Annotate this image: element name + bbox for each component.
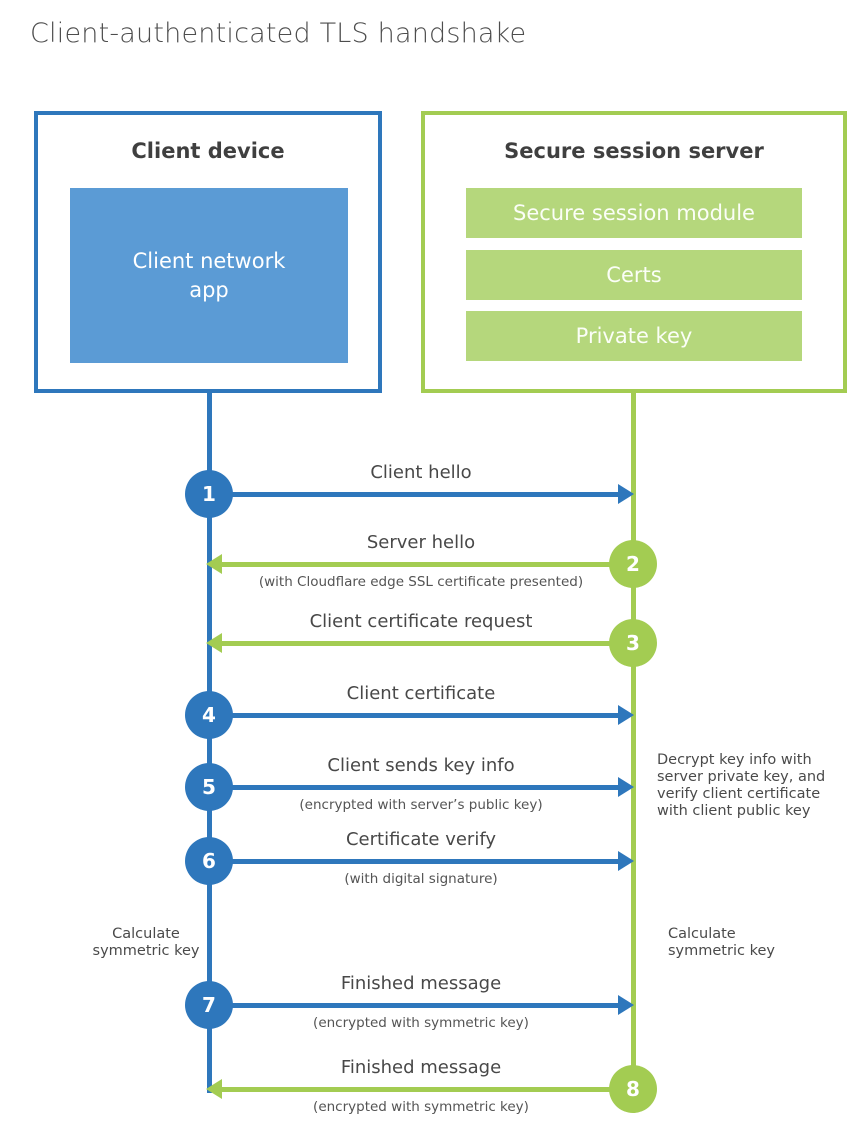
message-label: Client hello — [370, 462, 472, 483]
server-module-certs: Certs — [466, 250, 802, 300]
sequence-number-badge: 8 — [609, 1065, 657, 1113]
calculate-symmetric-key-note-server: Calculate symmetric key — [668, 926, 775, 960]
sequence-number-badge: 4 — [185, 691, 233, 739]
message-label: Client certificate — [346, 683, 496, 704]
arrow-head-right-icon — [618, 705, 634, 725]
server-module-label: Certs — [606, 263, 662, 287]
arrow-line — [220, 641, 633, 646]
arrow-head-right-icon — [618, 777, 634, 797]
arrow-line — [220, 1087, 633, 1092]
client-device-box: Client device Client network app — [34, 111, 382, 393]
secure-session-server-title: Secure session server — [504, 139, 764, 163]
sequence-number-badge: 2 — [609, 540, 657, 588]
server-module-label: Private key — [575, 324, 693, 348]
message-label: Finished message — [340, 1057, 502, 1078]
arrow-head-right-icon — [618, 851, 634, 871]
client-device-title: Client device — [131, 139, 285, 163]
arrow-line — [209, 713, 621, 718]
sequence-number-badge: 7 — [185, 981, 233, 1029]
page-title: Client-authenticated TLS handshake — [30, 18, 527, 49]
arrow-line — [209, 492, 621, 497]
secure-session-server-box: Secure session server Secure session mod… — [421, 111, 847, 393]
sequence-number-badge: 5 — [185, 763, 233, 811]
arrow-head-left-icon — [206, 633, 222, 653]
arrow-head-right-icon — [618, 484, 634, 504]
message-label: Server hello — [366, 532, 476, 553]
arrow-head-right-icon — [618, 995, 634, 1015]
calculate-symmetric-key-note-client: Calculate symmetric key — [92, 926, 200, 960]
arrow-line — [209, 859, 621, 864]
arrow-line — [209, 785, 621, 790]
message-sublabel: (encrypted with symmetric key) — [313, 1099, 529, 1115]
message-label: Client sends key info — [327, 755, 515, 776]
message-label: Certificate verify — [345, 829, 497, 850]
arrow-line — [220, 562, 633, 567]
message-sublabel: (encrypted with server’s public key) — [299, 797, 543, 813]
arrow-head-left-icon — [206, 1079, 222, 1099]
sequence-number-badge: 1 — [185, 470, 233, 518]
message-sublabel: (encrypted with symmetric key) — [313, 1015, 529, 1031]
arrow-head-left-icon — [206, 554, 222, 574]
message-sublabel: (with Cloudflare edge SSL certificate pr… — [258, 574, 584, 590]
arrow-line — [209, 1003, 621, 1008]
sequence-number-badge: 6 — [185, 837, 233, 885]
message-label: Client certificate request — [309, 611, 533, 632]
client-network-app-box: Client network app — [70, 188, 348, 363]
server-lifeline — [631, 393, 636, 1089]
decrypt-key-info-note: Decrypt key info with server private key… — [657, 752, 826, 820]
message-sublabel: (with digital signature) — [344, 871, 498, 887]
server-module-private-key: Private key — [466, 311, 802, 361]
client-network-app-label: Client network app — [132, 249, 286, 302]
sequence-number-badge: 3 — [609, 619, 657, 667]
server-module-secure-session: Secure session module — [466, 188, 802, 238]
client-lifeline — [207, 393, 212, 1093]
message-label: Finished message — [340, 973, 502, 994]
server-module-label: Secure session module — [513, 201, 755, 225]
